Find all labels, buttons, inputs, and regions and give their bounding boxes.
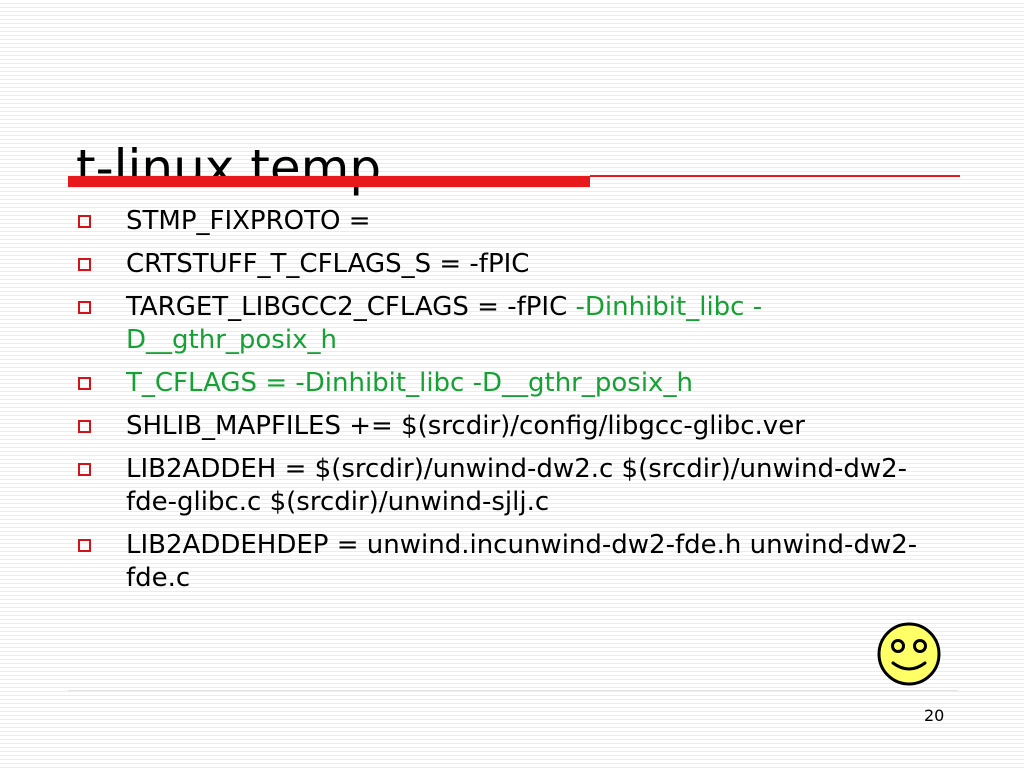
bullet-text: STMP_FIXPROTO =: [126, 206, 371, 236]
hollow-square-bullet-icon: [78, 377, 91, 390]
bullet-item: SHLIB_MAPFILES += $(srcdir)/config/libgc…: [0, 410, 946, 443]
hollow-square-bullet-icon: [78, 539, 91, 552]
footer-divider: [68, 690, 958, 691]
smiley-face-icon: [877, 622, 941, 686]
hollow-square-bullet-icon: [78, 301, 91, 314]
bullet-item: TARGET_LIBGCC2_CFLAGS = -fPIC -Dinhibit_…: [0, 291, 946, 357]
hollow-square-bullet-icon: [78, 420, 91, 433]
bullet-text: LIB2ADDEH = $(srcdir)/unwind-dw2.c $(src…: [126, 454, 908, 517]
bullet-item: LIB2ADDEH = $(srcdir)/unwind-dw2.c $(src…: [0, 453, 946, 519]
bullet-highlight-text: T_CFLAGS = -Dinhibit_libc -D__gthr_posix…: [126, 368, 693, 398]
bullet-item: T_CFLAGS = -Dinhibit_libc -D__gthr_posix…: [0, 367, 946, 400]
bullet-highlight-text: -Dinhibit_libc -D__gthr_posix_h: [126, 292, 763, 355]
hollow-square-bullet-icon: [78, 463, 91, 476]
bullet-text: CRTSTUFF_T_CFLAGS_S = -fPIC: [126, 249, 530, 279]
bullet-text: SHLIB_MAPFILES += $(srcdir)/config/libgc…: [126, 411, 805, 441]
slide-title: t-linux.temp: [76, 138, 382, 197]
bullet-text: TARGET_LIBGCC2_CFLAGS = -fPIC: [126, 292, 576, 322]
hollow-square-bullet-icon: [78, 215, 91, 228]
bullet-text: LIB2ADDEHDEP = unwind.incunwind-dw2-fde.…: [126, 530, 918, 593]
bullet-item: LIB2ADDEHDEP = unwind.incunwind-dw2-fde.…: [0, 529, 946, 595]
bullet-item: CRTSTUFF_T_CFLAGS_S = -fPIC: [0, 248, 946, 281]
title-underline-thick: [68, 176, 590, 187]
bullet-item: STMP_FIXPROTO =: [0, 205, 946, 238]
page-number: 20: [924, 706, 945, 725]
hollow-square-bullet-icon: [78, 258, 91, 271]
title-underline-thin: [590, 175, 960, 177]
bullet-list: STMP_FIXPROTO = CRTSTUFF_T_CFLAGS_S = -f…: [0, 205, 946, 605]
